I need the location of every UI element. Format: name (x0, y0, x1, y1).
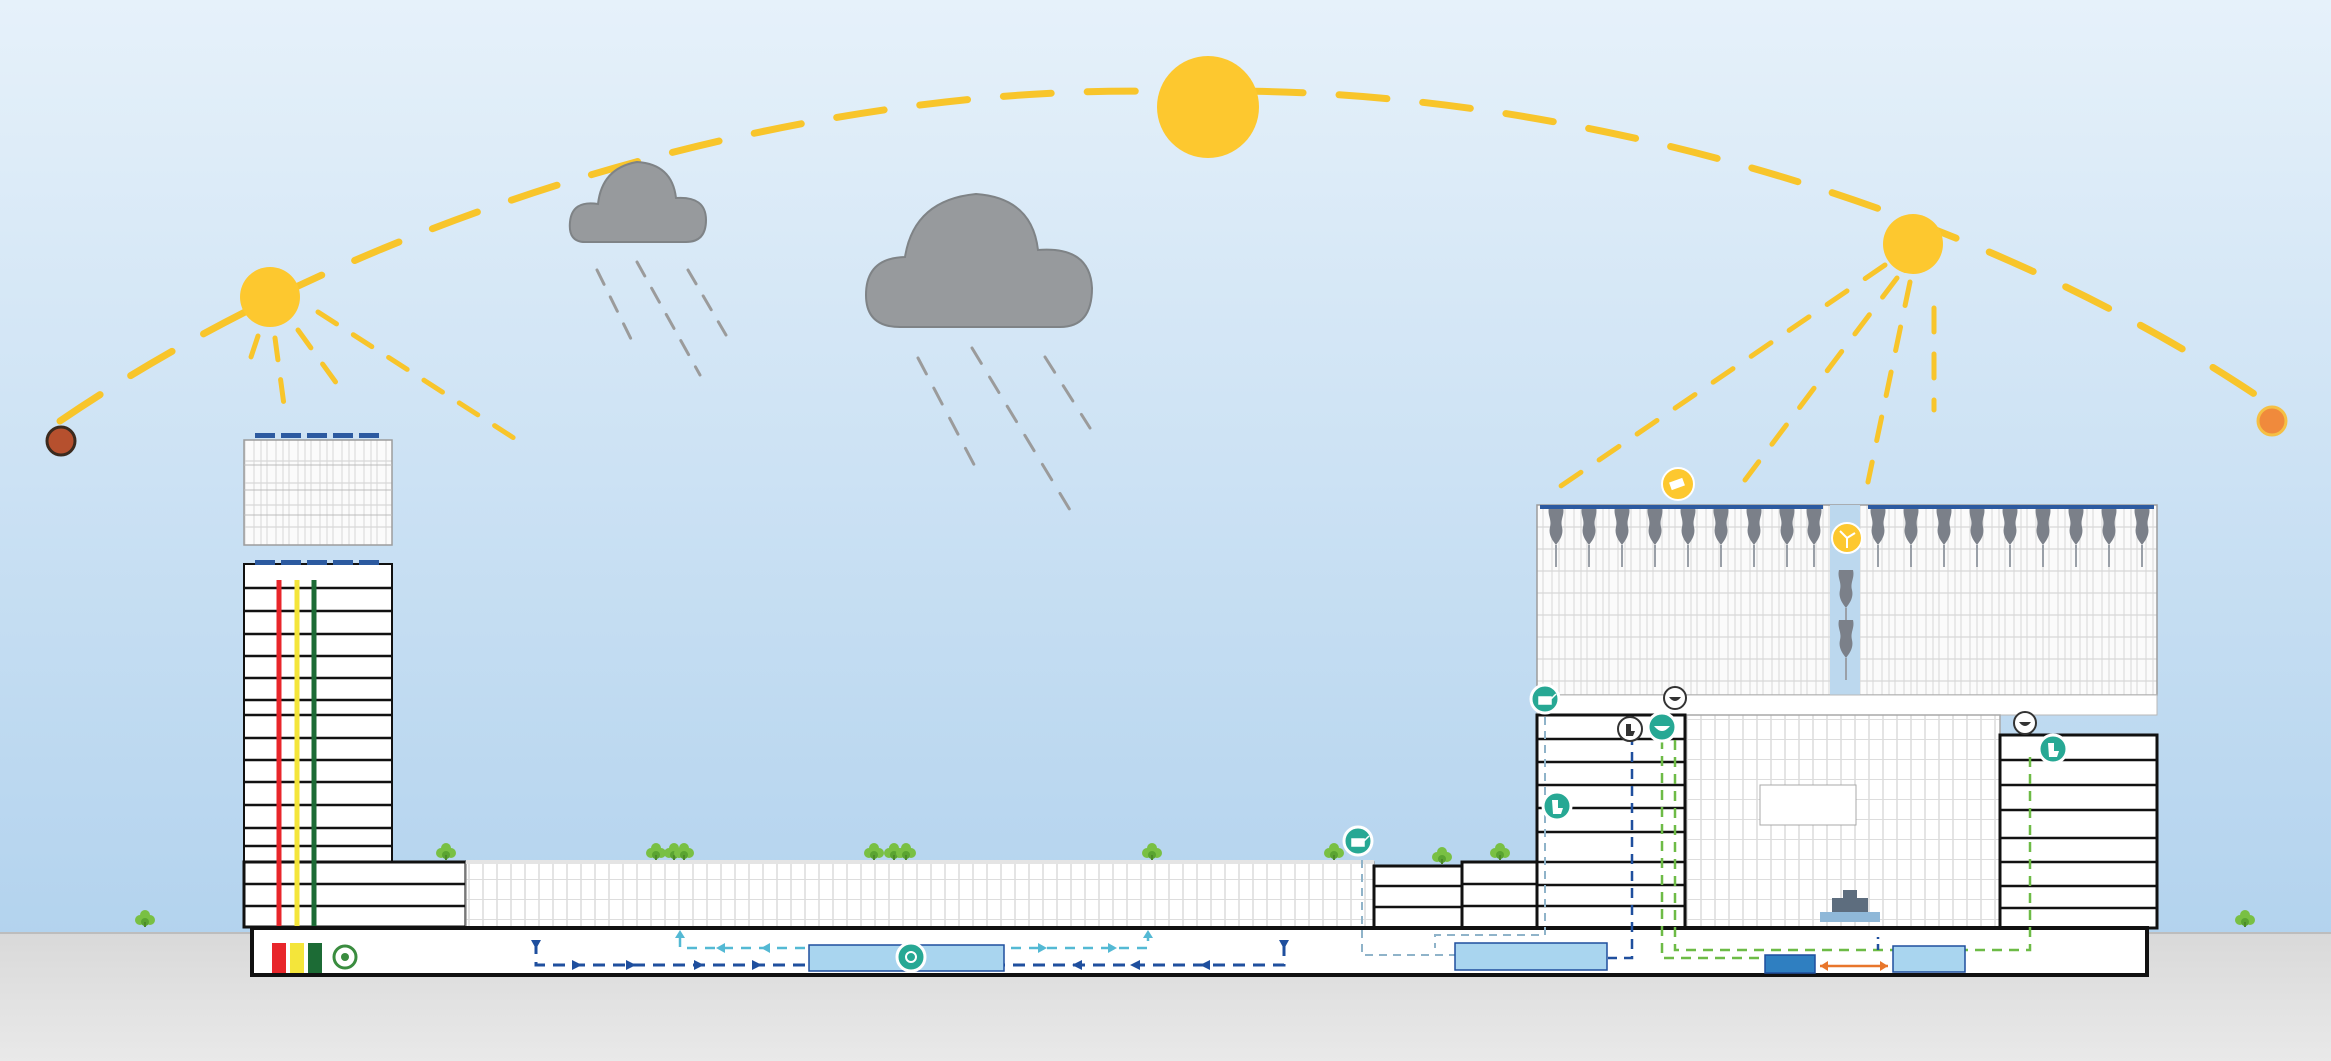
solar-panel-icon (1661, 467, 1695, 501)
toilet-icon (1541, 790, 1573, 822)
greywater-pipes (1361, 717, 2032, 960)
toilet-icon (2037, 733, 2069, 765)
afternoon-sun-icon (1883, 214, 1943, 274)
sunrise-sun-icon (45, 425, 77, 457)
noon-sun-icon (1157, 56, 1259, 158)
watering-can-icon (1342, 825, 1374, 857)
recycled-water-arrows (675, 930, 1153, 953)
recycle-icon (895, 941, 927, 973)
watering-can-icon (1529, 683, 1561, 715)
recycle-icon (332, 944, 358, 970)
rainwater-arrows (531, 940, 1289, 970)
morning-sun-rays (243, 309, 523, 445)
water-feature (1820, 890, 1880, 922)
solar-panel-icon (1540, 505, 2154, 509)
small-rain-icon (595, 260, 728, 377)
sink-icon (2013, 711, 2037, 735)
toilet-icon (1617, 716, 1643, 742)
morning-sun-icon (240, 267, 300, 327)
small-cloud-icon (568, 160, 708, 243)
right-complex (1535, 504, 2159, 930)
blackwater-tank (1764, 954, 1816, 974)
left-tower-floors (244, 586, 392, 848)
treatment-tank (1892, 945, 1966, 973)
large-cloud-icon (864, 192, 1094, 328)
rainwater-pipes (534, 937, 1286, 967)
wind-turbine-icon (1831, 522, 1863, 554)
central-low-building (465, 860, 1539, 930)
large-rain-icon (916, 346, 1092, 512)
sunset-sun-icon (2256, 405, 2288, 437)
energy-risers (276, 580, 317, 950)
energy-plant (272, 943, 358, 973)
sink-icon (1646, 711, 1678, 743)
afternoon-sun-rays (1552, 262, 1937, 493)
left-tower (242, 433, 468, 929)
sink-icon (1663, 686, 1687, 710)
exchange-arrow (1820, 961, 1888, 971)
solar-panel-icon (255, 433, 379, 565)
greywater-tank (1454, 942, 1608, 971)
